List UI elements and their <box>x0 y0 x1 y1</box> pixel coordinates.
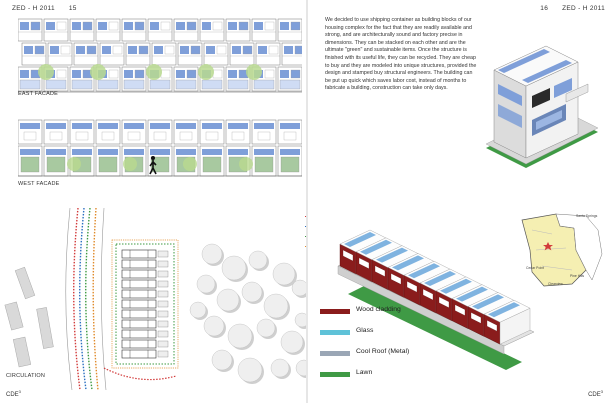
location-map <box>516 210 608 290</box>
right-page-number: 16 <box>540 5 549 12</box>
left-footer-mark: CDE3 <box>6 389 21 398</box>
legend-swatch <box>320 330 350 335</box>
unit-axonometric-drawing <box>485 45 599 168</box>
complex-axonometric-drawing <box>337 229 535 370</box>
left-page-number: 15 <box>68 5 77 12</box>
left-header: ZED - H 2011 15 <box>12 5 77 12</box>
right-header: 16 ZED - H 2011 <box>540 5 605 12</box>
container-description-paragraph: We decided to use shipping container as … <box>325 17 477 92</box>
legend-swatch <box>320 309 350 314</box>
legend-item: Glass <box>320 326 460 347</box>
west-facade-caption: WEST FACADE <box>18 181 60 187</box>
circulation-site-plan <box>4 208 307 390</box>
legend-swatch <box>320 351 350 356</box>
map-label-south: Cedar Point <box>526 266 544 270</box>
left-header-title: ZED - H 2011 <box>12 5 55 12</box>
legend-item: Wood cladding <box>320 305 460 326</box>
left-page: ZED - H 2011 15 EAST FACADE WEST FACADE <box>0 0 307 403</box>
right-page: 16 ZED - H 2011 We decided to use shippin… <box>308 0 615 403</box>
legend-label: Glass <box>356 327 374 334</box>
legend-item: Lawn <box>320 368 460 389</box>
east-facade-drawing <box>18 18 302 93</box>
legend-label: Cool Roof (Metal) <box>356 348 410 355</box>
legend-label: Wood cladding <box>356 306 401 313</box>
right-header-title: ZED - H 2011 <box>562 5 605 12</box>
map-label-west: Clearview <box>548 282 563 286</box>
location-star-icon <box>543 242 553 251</box>
map-label-east: Pine Hills <box>570 274 585 278</box>
east-facade-caption: EAST FACADE <box>18 91 58 97</box>
pedestrian-figure-icon <box>149 156 157 175</box>
page-gutter <box>306 0 308 403</box>
legend-swatch <box>320 372 350 377</box>
west-facade-drawing <box>18 119 302 177</box>
circulation-caption: CIRCULATION <box>6 373 46 379</box>
map-label-north: Santa Springs <box>576 214 598 218</box>
right-footer-mark: CDE3 <box>588 389 603 398</box>
legend-label: Lawn <box>356 369 373 376</box>
legend-item: Cool Roof (Metal) <box>320 347 460 368</box>
